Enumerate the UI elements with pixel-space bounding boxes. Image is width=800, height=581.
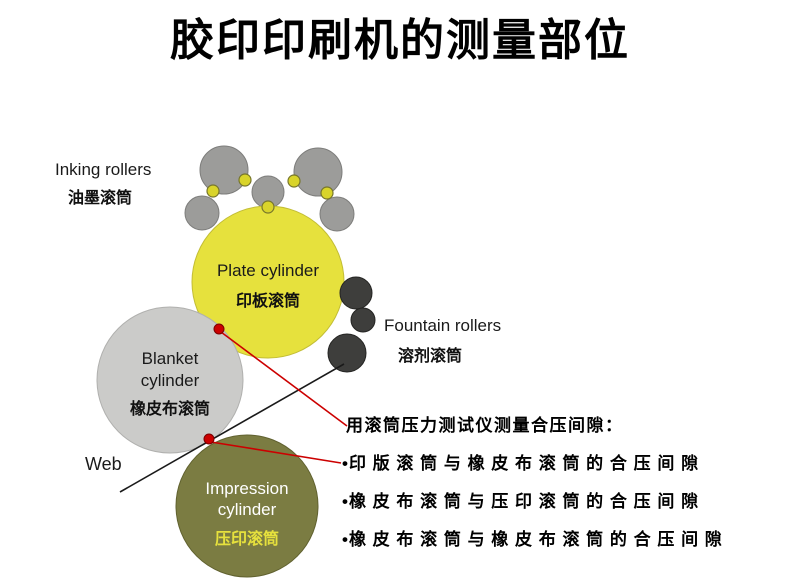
- fountain-roller-circle: [339, 276, 373, 310]
- inking-rollers-label-en: Inking rollers: [55, 160, 151, 179]
- annotation-bullet: •橡 皮 布 滚 筒 与 橡 皮 布 滚 筒 的 合 压 间 隙: [342, 529, 723, 549]
- blanket-cylinder-label-en-line1: Blanket: [142, 349, 199, 368]
- ink-nip-dot: [238, 173, 252, 187]
- ink-nip-dot: [287, 174, 301, 188]
- fountain-roller-circle: [350, 307, 376, 333]
- press-diagram: Inking rollers 油墨滚筒 Plate cylinder 印板滚筒 …: [55, 145, 723, 578]
- plate-cylinder-label-en: Plate cylinder: [217, 261, 319, 280]
- nip-marker-line: [220, 331, 348, 427]
- impression-cylinder-label-en-line1: Impression: [205, 479, 288, 498]
- fountain-rollers-label-en: Fountain rollers: [384, 316, 501, 335]
- inking-roller-circle: [293, 147, 343, 197]
- ink-nip-dot: [206, 184, 220, 198]
- plate-cylinder-label-zh: 印板滚筒: [236, 291, 300, 310]
- annotation-heading: 用滚筒压力测试仪测量合压间隙：: [346, 415, 624, 435]
- web-line: [119, 363, 345, 493]
- impression-cylinder-label-en-line2: cylinder: [218, 500, 277, 519]
- nip-marker-dot: [203, 433, 215, 445]
- annotation-bullet: •印 版 滚 筒 与 橡 皮 布 滚 筒 的 合 压 间 隙: [342, 453, 699, 473]
- blanket-cylinder-label-zh: 橡皮布滚筒: [130, 399, 210, 418]
- nip-marker-dot: [213, 323, 225, 335]
- impression-cylinder-circle: [175, 434, 319, 578]
- inking-roller-circle: [319, 196, 355, 232]
- ink-nip-dot: [261, 200, 275, 214]
- blanket-cylinder-circle: [96, 306, 244, 454]
- inking-rollers-label-zh: 油墨滚筒: [68, 188, 132, 207]
- impression-cylinder-label-zh: 压印滚筒: [215, 529, 279, 548]
- blanket-cylinder-label-en-line2: cylinder: [141, 371, 200, 390]
- inking-roller-circle: [199, 145, 249, 195]
- page-title: 胶印印刷机的测量部位: [170, 16, 630, 65]
- fountain-rollers-label-zh: 溶剂滚筒: [398, 346, 462, 365]
- annotation-bullet: •橡 皮 布 滚 筒 与 压 印 滚 筒 的 合 压 间 隙: [342, 491, 699, 511]
- nip-marker-line: [210, 441, 342, 464]
- web-label: Web: [85, 454, 122, 474]
- inking-roller-circle: [184, 195, 220, 231]
- fountain-roller-circle: [327, 333, 367, 373]
- ink-nip-dot: [320, 186, 334, 200]
